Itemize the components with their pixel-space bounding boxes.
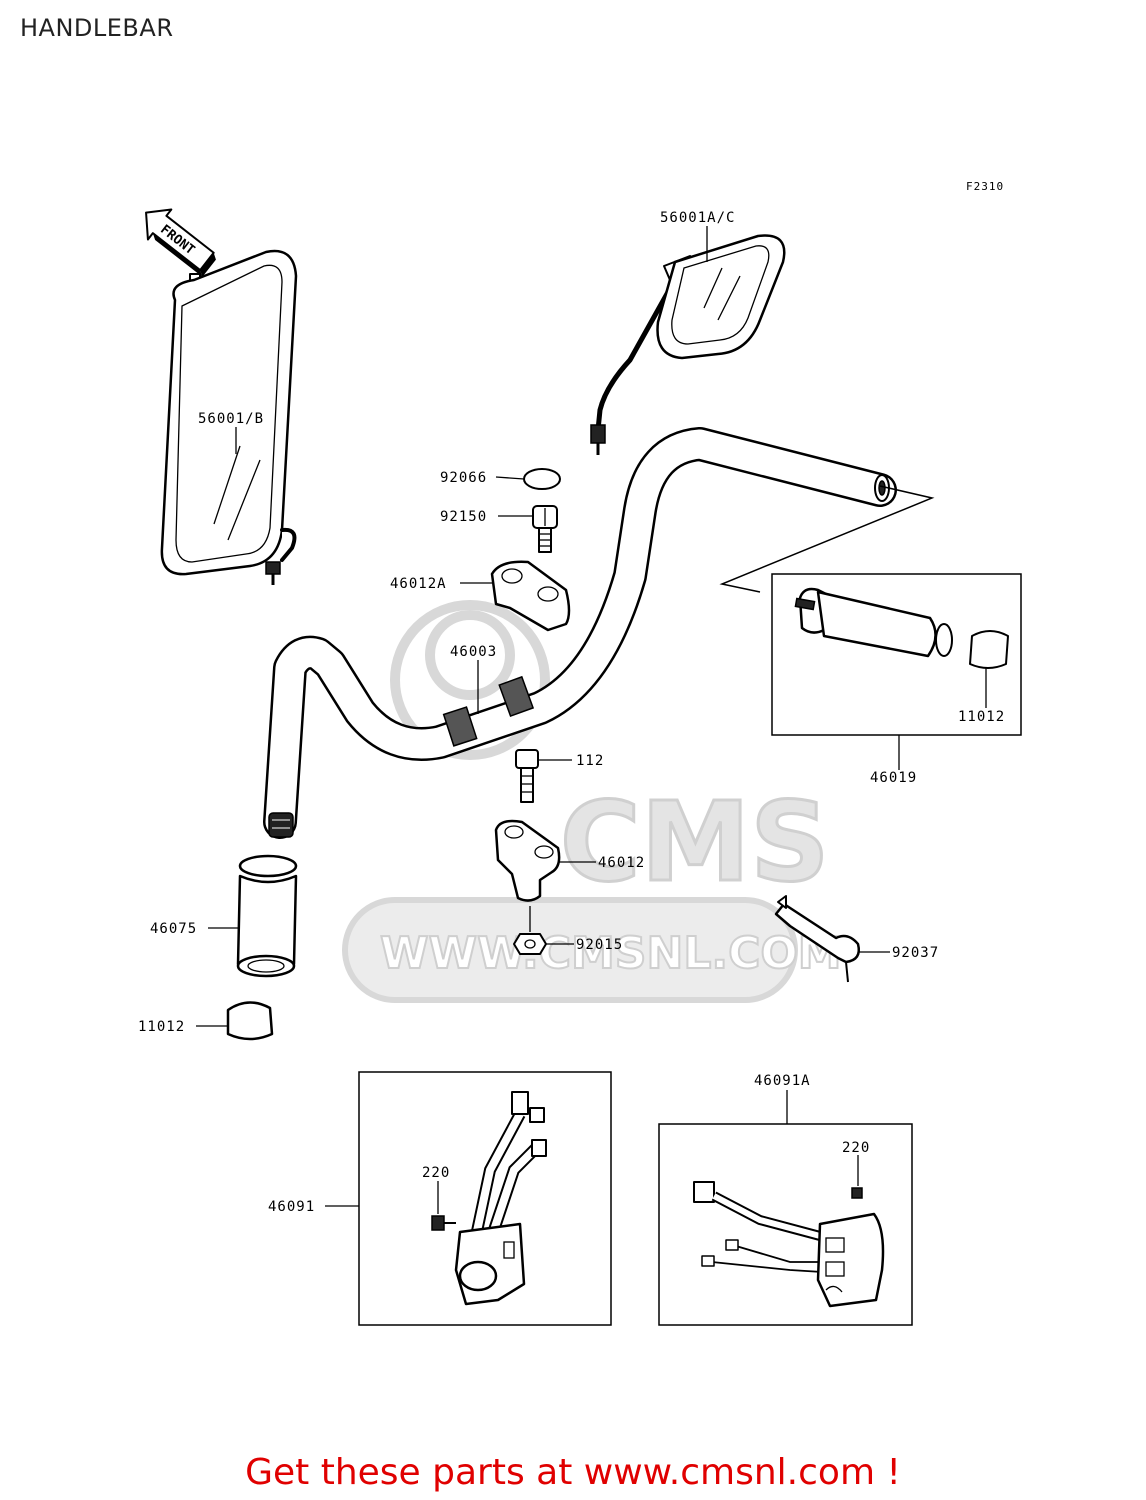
page-title: HANDLEBAR [20,14,174,42]
switch-right-box [658,1123,913,1326]
callout-labels: 56001A/C 56001/B 92066 92150 46012A 4600… [138,210,1005,1215]
figure-code: F2310 [966,180,1004,193]
callout-46091: 46091 [268,1199,315,1215]
callout-46012A: 46012A [390,576,447,592]
left-mirror [160,249,298,585]
promo-banner[interactable]: Get these parts at www.cmsnl.com ! [245,1452,901,1493]
callout-11012-left: 11012 [138,1019,185,1035]
nut-92015 [513,933,547,955]
handlebar-holder-lower [494,819,561,932]
bolt-112 [515,749,539,803]
callout-56001-B: 56001/B [198,411,264,427]
callout-46003: 46003 [450,644,497,660]
handlebar-holder-upper [490,560,571,632]
callout-220-right: 220 [842,1140,870,1156]
parts-diagram: CMS WWW.CMSNL.COM F2310 FRONT [138,180,1022,1326]
wrench-92037 [774,895,860,983]
bolt-92150 [532,505,558,553]
callout-46012: 46012 [598,855,645,871]
watermark: CMS WWW.CMSNL.COM [342,600,843,1003]
grip-assembly-box [719,485,1022,736]
callout-112: 112 [576,753,604,769]
cap-11012-left [226,1001,274,1041]
right-mirror [590,234,786,455]
handlebar [263,427,897,839]
callout-92037: 92037 [892,945,939,961]
callout-92066: 92066 [440,470,487,486]
callout-46019: 46019 [870,770,917,786]
front-arrow-icon: FRONT [145,208,216,277]
switch-left-box [358,1071,612,1326]
leader-lines [196,226,987,1214]
grip-left [236,854,298,978]
callout-220-left: 220 [422,1165,450,1181]
cap-92066 [523,468,561,490]
callout-56001A-C: 56001A/C [660,210,735,226]
callout-11012-right: 11012 [958,709,1005,725]
watermark-url-text: WWW.CMSNL.COM [380,928,842,979]
watermark-logo-text: CMS [560,778,829,906]
callout-46075: 46075 [150,921,197,937]
callout-46091A: 46091A [754,1073,811,1089]
callout-92015: 92015 [576,937,623,953]
callout-92150: 92150 [440,509,487,525]
